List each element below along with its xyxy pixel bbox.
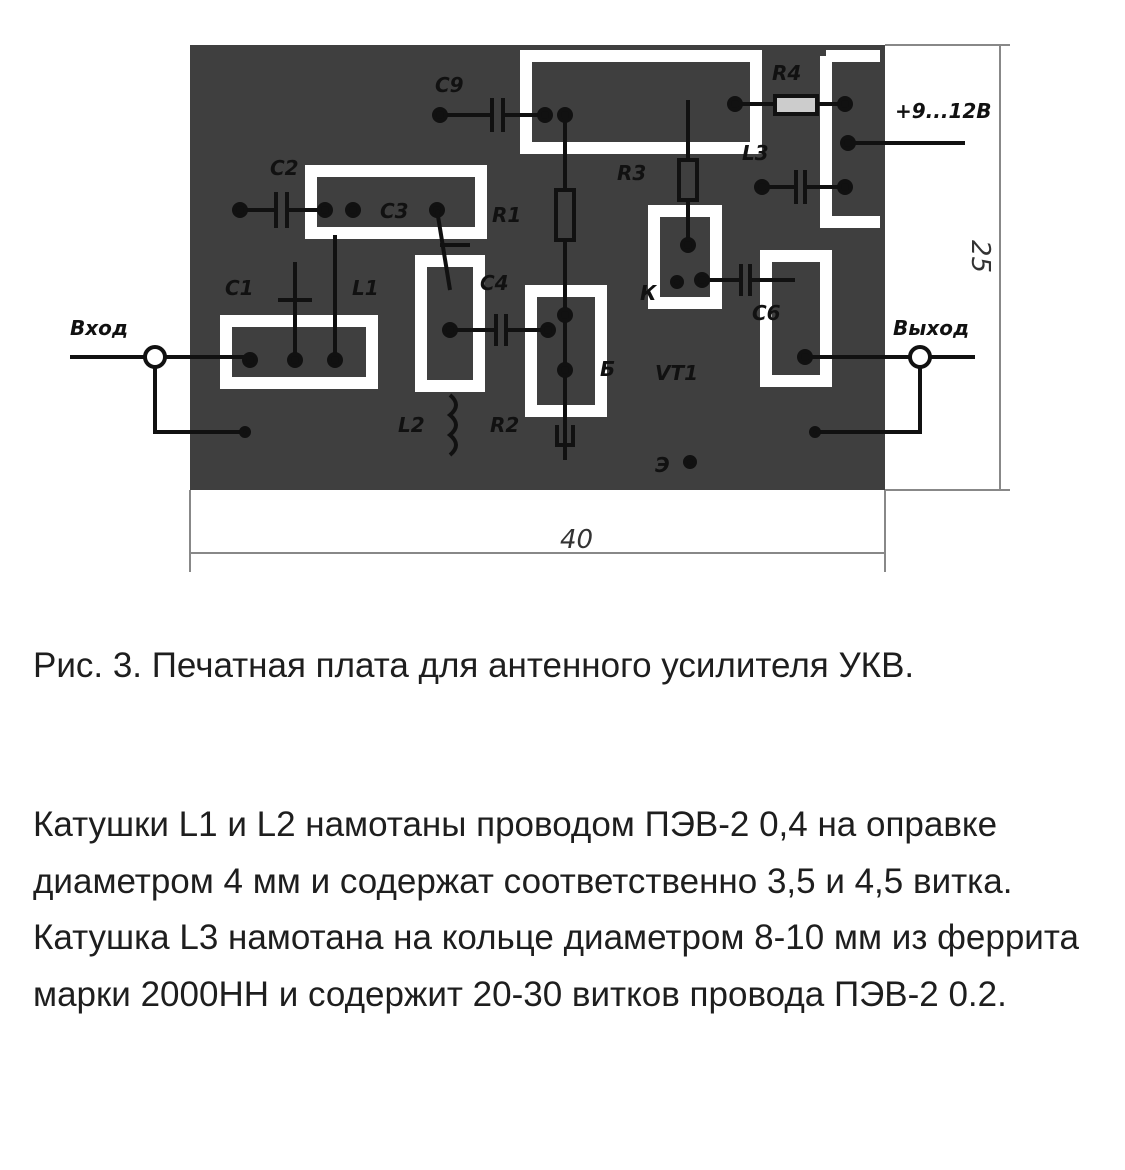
label-c9: C9	[435, 73, 464, 97]
label-r4: R4	[772, 61, 801, 85]
pcb-figure: C9 C2 C3 R1 C1 L1 C4 R3 R4 L3 +9...12В C…	[70, 44, 1010, 572]
label-input: Вход	[70, 316, 128, 340]
label-r2: R2	[490, 413, 519, 437]
dimension-width: 40	[560, 525, 593, 555]
label-output: Выход	[893, 316, 969, 340]
label-c2: C2	[270, 156, 299, 180]
label-l1: L1	[352, 276, 379, 300]
dimension-lines	[189, 44, 1010, 572]
label-c1: C1	[225, 276, 254, 300]
label-vt1: VT1	[655, 361, 698, 385]
label-l2: L2	[398, 413, 425, 437]
paragraph: Катушки L1 и L2 намотаны проводом ПЭВ-2 …	[33, 805, 1079, 1015]
label-collector: К	[640, 281, 658, 305]
label-r3: R3	[617, 161, 646, 185]
label-l3: L3	[742, 141, 769, 165]
label-emitter: Э	[655, 453, 670, 477]
label-c3: C3	[380, 199, 409, 223]
dimension-height: 25	[965, 240, 995, 273]
figure-caption: Рис. 3. Печатная плата для антенного уси…	[33, 646, 915, 685]
label-supply: +9...12В	[895, 99, 992, 123]
label-c4: C4	[480, 271, 509, 295]
components	[70, 94, 975, 469]
label-c6: C6	[752, 301, 781, 325]
label-base: Б	[600, 357, 615, 381]
label-r1: R1	[492, 203, 521, 227]
